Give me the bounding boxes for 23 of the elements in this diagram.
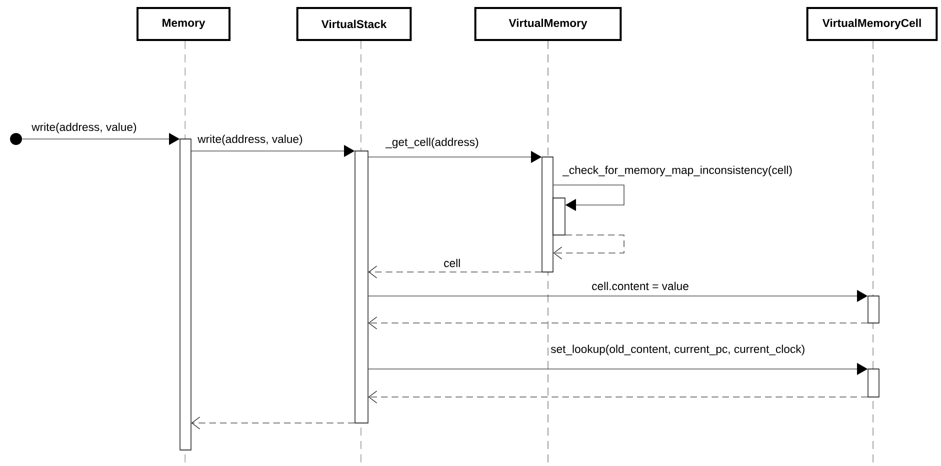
edge-label: _check_for_memory_map_inconsistency(cell) (561, 164, 794, 178)
return-arrow (368, 390, 868, 404)
lifeline-head: Memory (136, 7, 230, 41)
edge-label: cell.content = value (590, 280, 690, 292)
lifeline-head: VirtualMemory (474, 7, 622, 41)
edge-label: _get_cell(address) (384, 136, 480, 150)
activation-bar (552, 198, 566, 236)
edge-label: write(address, value) (30, 121, 138, 135)
activation-bar (354, 150, 368, 424)
return-arrow (553, 234, 624, 260)
self-message-arrow (553, 184, 624, 212)
start-dot (10, 133, 22, 145)
activation-bar (868, 296, 880, 324)
return-arrow (191, 416, 355, 430)
edge-label: cell (442, 258, 462, 268)
edge-label: write(address, value) (196, 133, 304, 147)
edge-label: set_lookup(old_content, current_pc, current_clock) (549, 343, 806, 357)
activation-bar (868, 368, 880, 398)
lifeline-head: VirtualStack (296, 7, 412, 41)
return-arrow (368, 266, 542, 278)
activation-bar (180, 138, 192, 450)
lifeline-head: VirtualMemoryCell (806, 7, 938, 41)
return-arrow (368, 316, 868, 330)
